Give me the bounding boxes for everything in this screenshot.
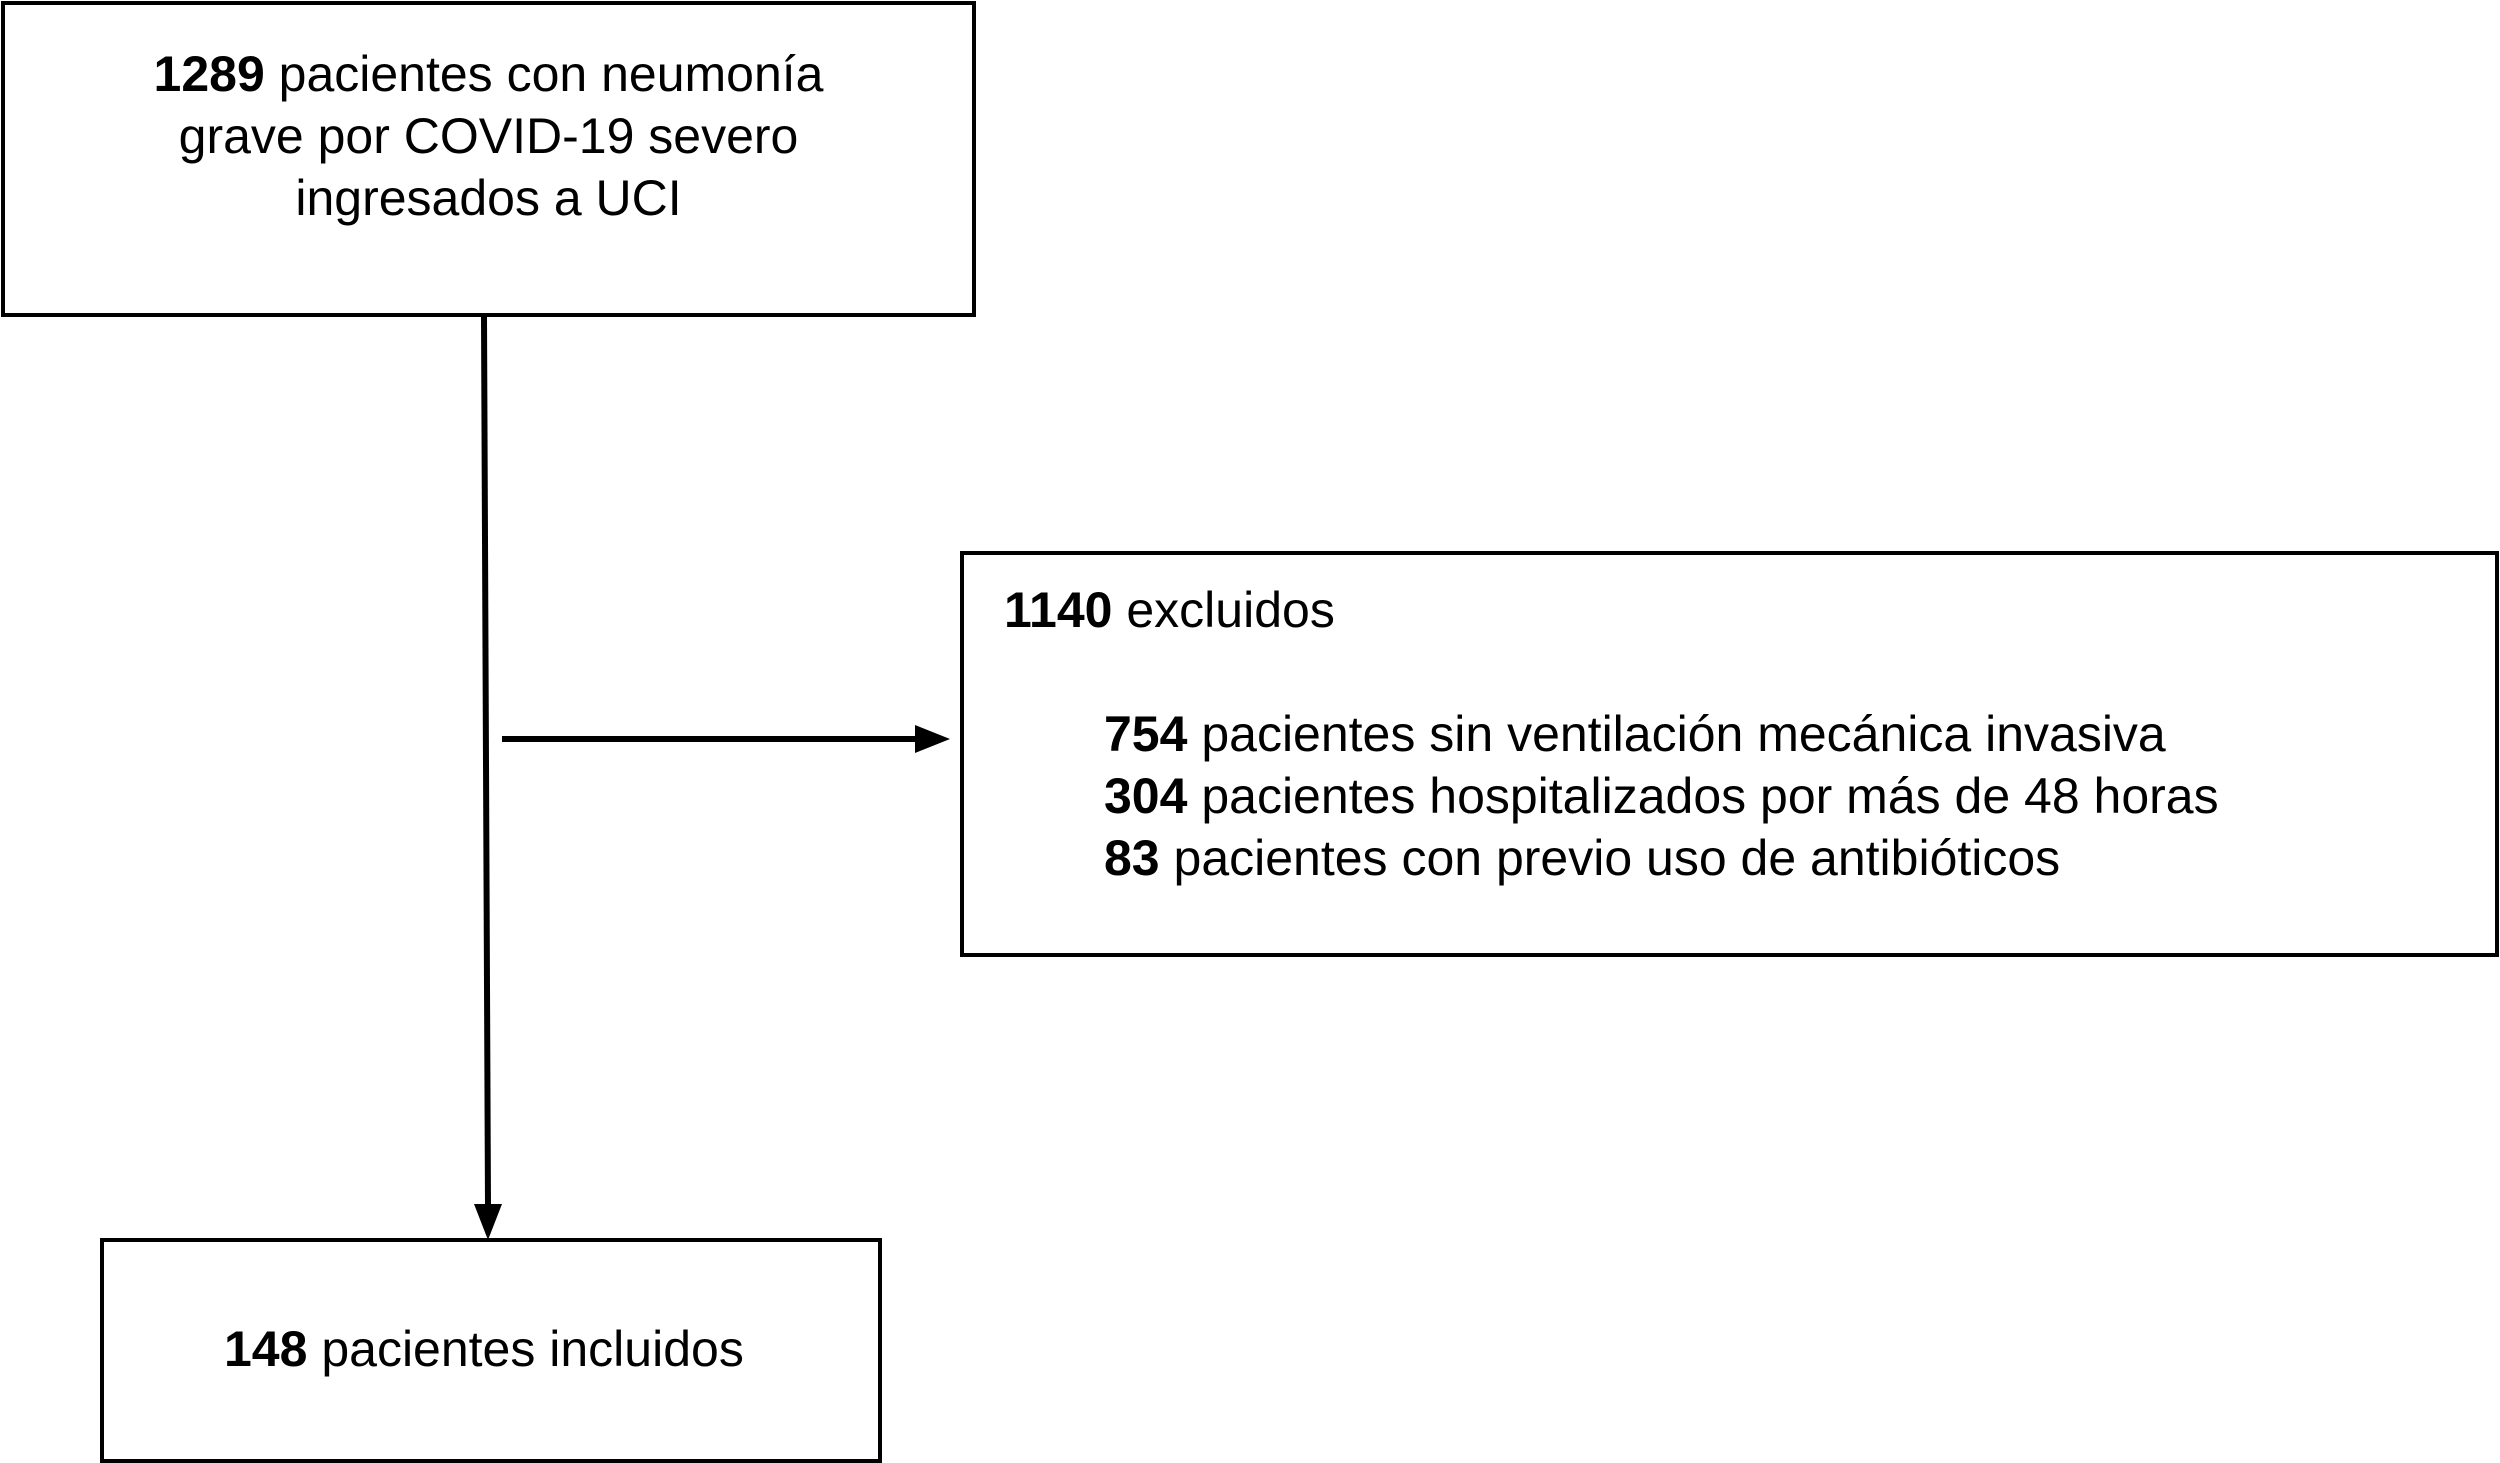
- exclusion-reason: 754 pacientes sin ventilación mecánica i…: [1104, 706, 2166, 762]
- excluded-title: 1140 excluidos: [1004, 582, 1335, 638]
- included-count: 148: [224, 1321, 308, 1377]
- initial-patients-text: 1289 pacientes con neumonía grave por CO…: [5, 43, 972, 229]
- initial-patients-count: 1289: [153, 46, 265, 102]
- exclusion-reason: 83 pacientes con previo uso de antibióti…: [1104, 830, 2061, 886]
- exclusion-reason: 304 pacientes hospitalizados por más de …: [1104, 768, 2219, 824]
- excluded-count: 1140: [1004, 582, 1113, 638]
- down-arrowhead: [474, 1204, 502, 1240]
- exclusion-reasons-list: 754 pacientes sin ventilación mecánica i…: [1104, 703, 2219, 889]
- initial-patients-line-3: ingresados a UCI: [295, 170, 682, 226]
- initial-patients-line-2: grave por COVID-19 severo: [178, 108, 799, 164]
- initial-patients-box: 1289 pacientes con neumonía grave por CO…: [1, 1, 976, 317]
- initial-patients-line-1: 1289 pacientes con neumonía: [153, 46, 824, 102]
- included-patients-box: 148 pacientes incluidos: [100, 1238, 882, 1463]
- right-arrowhead: [915, 725, 950, 753]
- included-patients-text: 148 pacientes incluidos: [224, 1321, 744, 1377]
- main-flow-line: [481, 316, 491, 1209]
- excluded-patients-box: 1140 excluidos 754 pacientes sin ventila…: [960, 551, 2499, 957]
